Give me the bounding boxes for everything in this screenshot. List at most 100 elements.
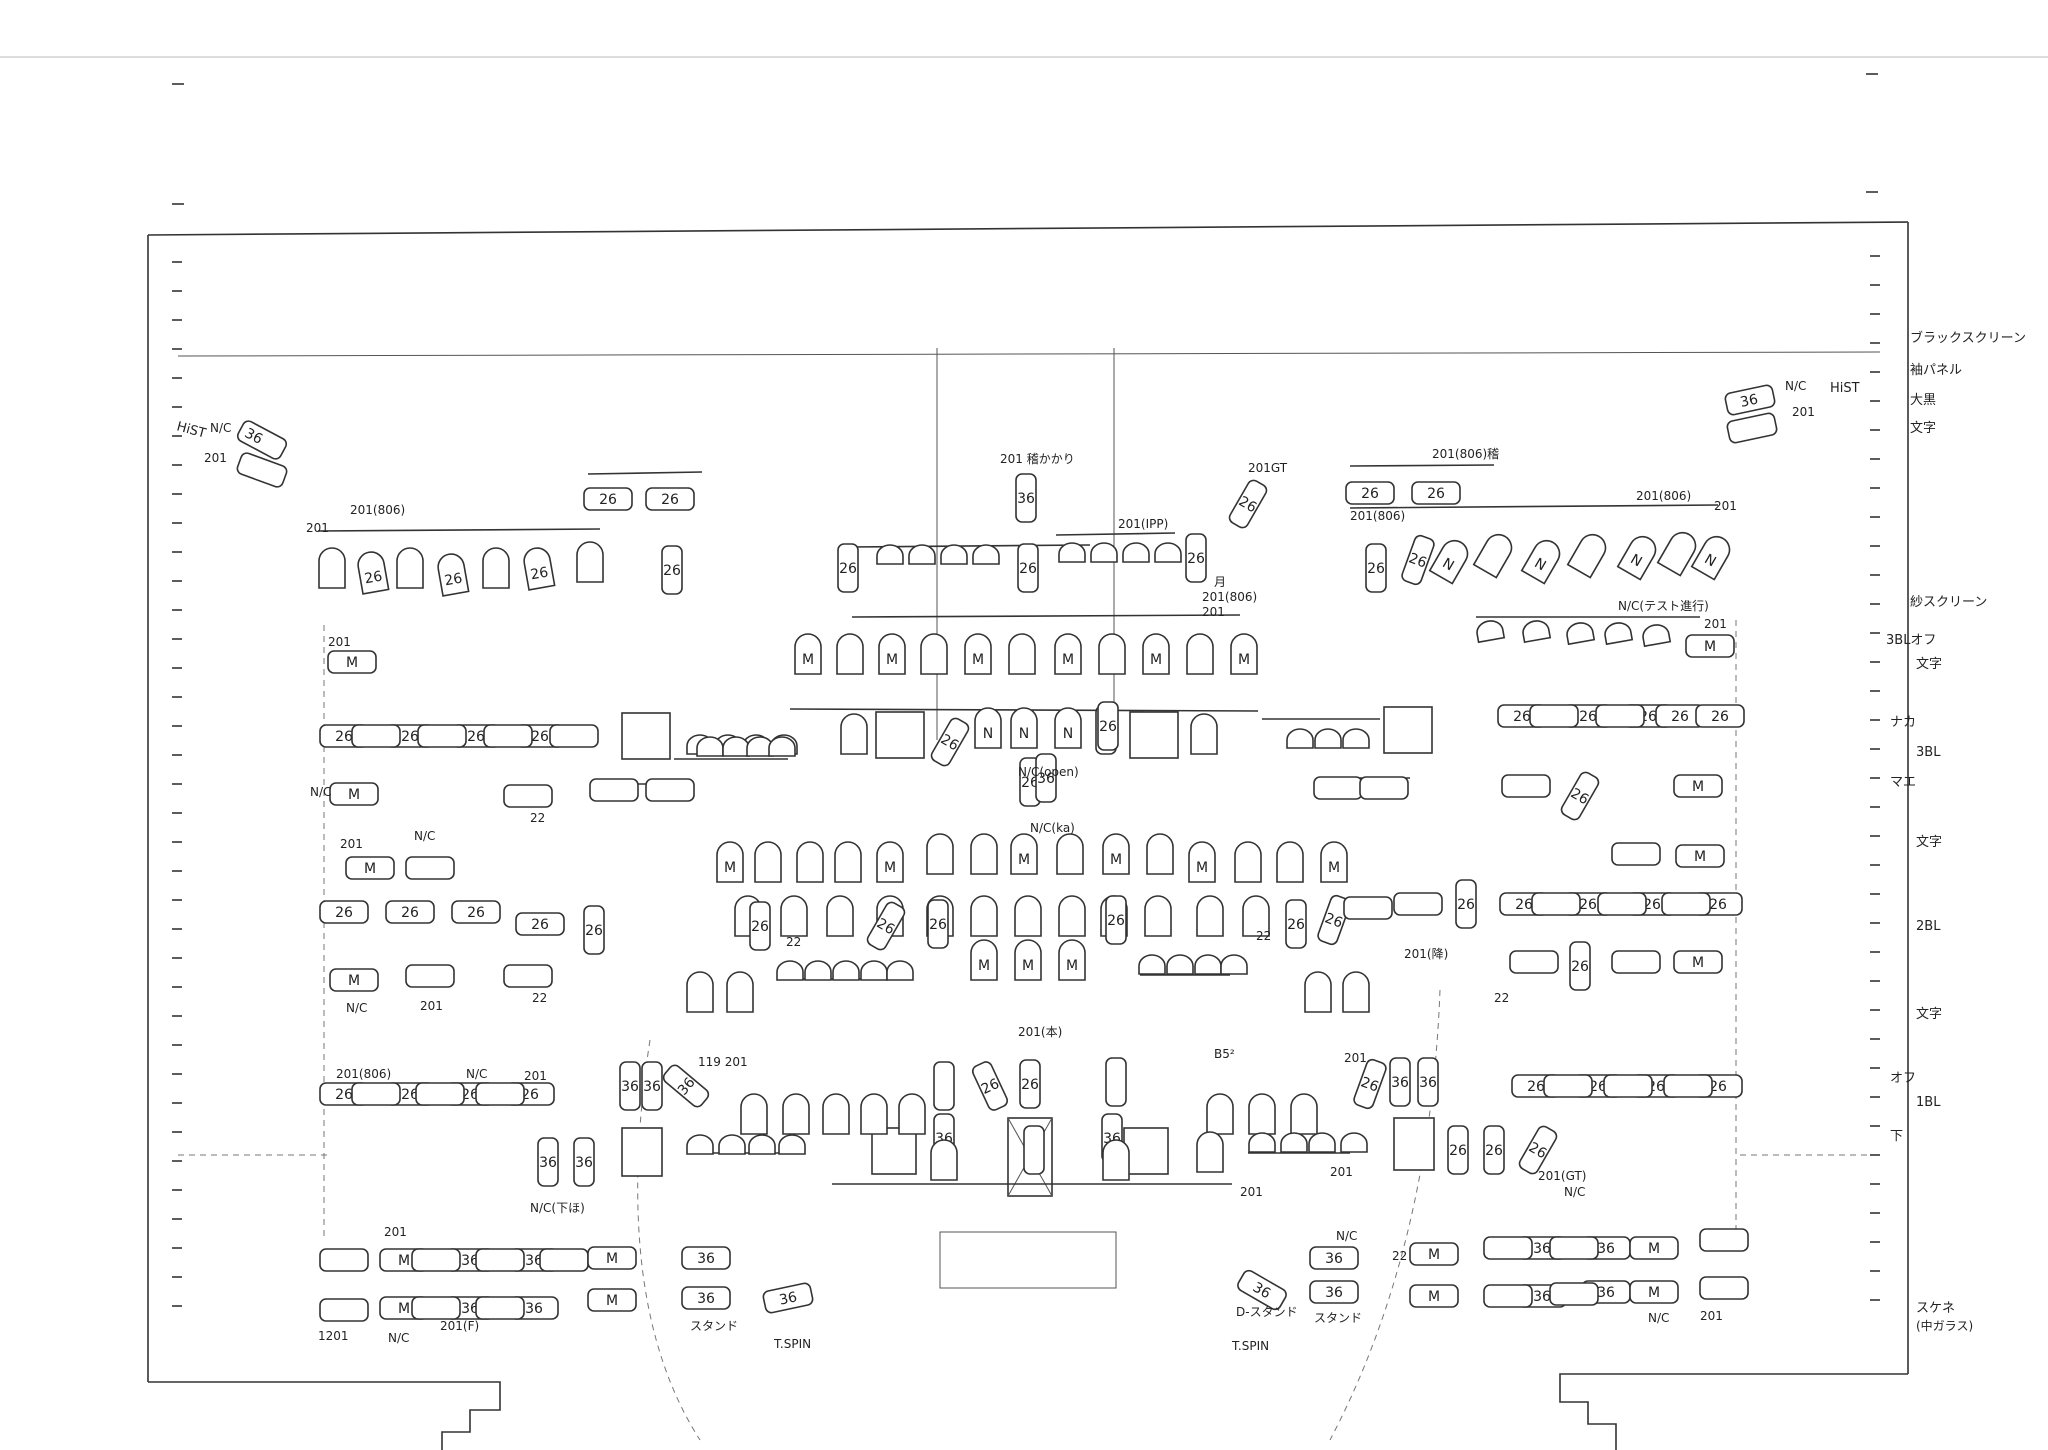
label-201-l4: 201 [340,837,363,851]
fixture-mid3: M [1014,939,1042,981]
fixture-top-center-dome [972,544,1000,565]
fixture-1bl-dome [1248,1132,1276,1153]
fixture-left-row2: 26 [385,900,435,924]
fixture-left-row: 26 [385,724,435,748]
fixture-left-dome [696,736,724,757]
fixture-right-single [1509,950,1559,974]
fixture-code: M [1062,652,1074,668]
fixture-code: 26 [401,905,419,921]
fixture-mid-dome [1220,954,1248,975]
label-nc-hei: N/C(下ほ) [530,1201,585,1215]
scale-label: 文字 [1910,421,1936,436]
fixture-code: M [1428,1289,1440,1305]
fixture-code: 26 [938,731,962,754]
fixture-row2b: 26 [1019,757,1041,807]
fixture-code: M [348,973,360,989]
fixture-code: M [1196,860,1208,876]
fixture-code: 26 [1427,486,1445,502]
fixture-top-center-dome [1122,542,1150,563]
fixture-code: 26 [1236,493,1260,516]
fixture-top-right: N [1520,535,1566,585]
fixture-row2 [1098,633,1126,675]
label-201-l3: 201 [328,635,351,649]
fixture-code: 26 [599,492,617,508]
fixture-code: 26 [1323,910,1345,931]
fixture-right-row [1597,892,1647,916]
hist-right-label: HiST [1830,381,1860,396]
label-tspin-r: T.SPIN [1231,1339,1269,1353]
fixture-code: 36 [1037,771,1055,787]
fixture-bottom-right-36: 36 [1234,1267,1290,1313]
label-nc-ka: N/C(ka) [1030,821,1075,835]
fixture-bottom-left [319,1298,369,1322]
fixture-code: 26 [1457,897,1475,913]
fixture-1bl-left [351,1082,401,1106]
fixture-bottom-right [1483,1284,1533,1308]
fixture-mid: M [876,841,904,883]
fixture-top-right-dome [1564,620,1595,645]
fixture-top-right-dome [1602,620,1633,645]
fixture-code: M [606,1293,618,1309]
fixture-top-right: N [1428,535,1474,585]
fixture-mid3: M [970,939,998,981]
fixture-top-right-m: M [1685,634,1735,658]
label-nc-l5: N/C [346,1001,367,1015]
fixture-code: M [1328,860,1340,876]
fixture-1bl-right: 26 [1511,1074,1561,1098]
fixture-code: 26 [521,1087,539,1103]
fixture-bottom-left-m: M [587,1246,637,1270]
fixture-1bl: 36 [1417,1057,1439,1107]
fixture-code: 36 [1325,1251,1343,1267]
fixture-code: 26 [1515,897,1533,913]
fixture-bottom-left-m: M [587,1288,637,1312]
scale-label: 3BLオフ [1886,633,1936,648]
fixture-left-row: 26 [319,724,369,748]
label-nc-l4: N/C [414,829,435,843]
fixture-code: 26 [1485,1143,1503,1159]
label-nc-l: N/C [310,785,331,799]
fixture-mid: M [1010,833,1038,875]
label-201-ipp: 201(IPP) [1118,517,1168,531]
fixture-1bl-right [1543,1074,1593,1098]
fixture-1bl-right: 26 [1573,1074,1623,1098]
scale-label: 袖パネル [1910,363,1962,378]
fixture-1bl [933,1061,955,1111]
fixture-bottom-left: 36 [509,1296,559,1320]
fixture-code: 26 [1711,709,1729,725]
fixture-row2 [836,633,864,675]
fixture-mid-dome [804,960,832,981]
fixture-mid [1234,841,1262,883]
scale-label: オフ [1890,1071,1916,1086]
fixture-code: 26 [1709,897,1727,913]
fixture-1bl-right: 26 [1693,1074,1743,1098]
fixture-left-row: 26 [515,724,565,748]
fixture-1bl-dome [748,1134,776,1155]
fixture-1bl-right [1603,1074,1653,1098]
fixture-1bl-big [1248,1093,1276,1135]
fixture-code: M [978,958,990,974]
fixture-bottom-left-36: 36 [761,1281,815,1315]
label-201-r8: 201 [1700,1309,1723,1323]
fixture-code: 26 [979,1076,1002,1098]
fixture-code: 36 [697,1251,715,1267]
label-bs: B5² [1214,1047,1235,1061]
fixture-row2: M [1142,633,1170,675]
fixture-code: 26 [1021,1077,1039,1093]
fixture-top-right: N [1616,531,1662,581]
fixture-bottom-right-36: 36 [1309,1246,1359,1270]
fixture-mid [1146,833,1174,875]
fixture-right-row1: 26 [1563,704,1613,728]
fixture-code: M [1692,955,1704,971]
fixture-code: M [348,787,360,803]
fixture-code: 36 [1250,1279,1274,1302]
fixture-code: 26 [661,492,679,508]
fixture-code: 26 [1589,1079,1607,1095]
fixture-mid-ell: 26 [864,899,908,953]
fixture-row2b: N [1054,707,1082,749]
fixture-right-row1 [1529,704,1579,728]
label-nc-r10: N/C [1564,1185,1585,1199]
fixture-1bl-big [782,1093,810,1135]
fixture-mid2 [1144,895,1172,937]
fixture-top-center: 36 [1015,473,1037,523]
fixture-right-single [1501,774,1551,798]
